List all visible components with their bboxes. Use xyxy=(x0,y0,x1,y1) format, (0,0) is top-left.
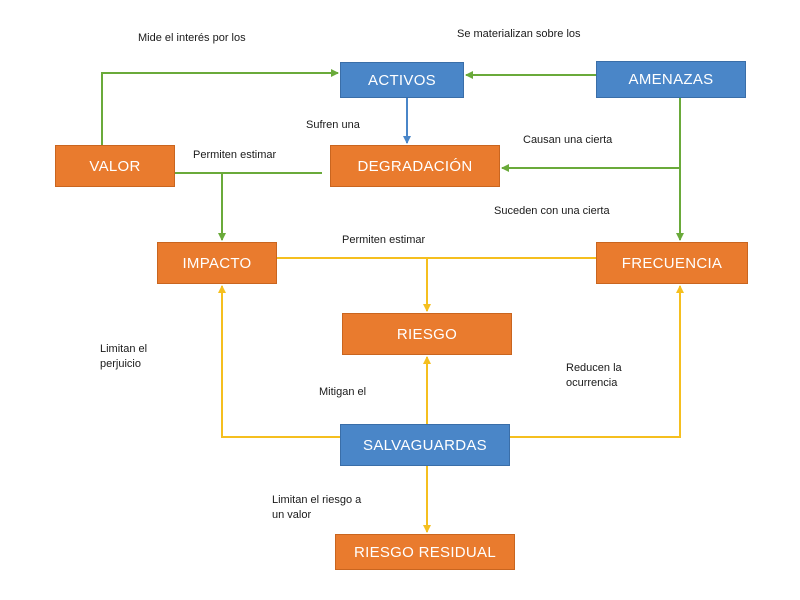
label-mide-interes: Mide el interés por los xyxy=(138,31,246,46)
arrow-salvaguardas-to-impacto xyxy=(218,285,340,438)
node-riesgo: RIESGO xyxy=(342,313,512,355)
label-permiten-estimar-impacto: Permiten estimar xyxy=(193,148,276,163)
label-line: Se materializan sobre los xyxy=(457,28,581,40)
label-line: Limitan el xyxy=(100,343,148,355)
label-line: un valor xyxy=(272,509,312,521)
label-line: Mitigan el xyxy=(319,386,367,398)
label-line: Suceden con una cierta xyxy=(494,205,610,217)
label-limitan-perjuicio: Limitan el perjuicio xyxy=(100,342,147,372)
label-line: Reducen la xyxy=(566,362,622,374)
node-salvaguardas: SALVAGUARDAS xyxy=(340,424,510,466)
label-permiten-estimar-riesgo: Permiten estimar xyxy=(342,233,425,248)
label-se-materializan: Se materializan sobre los xyxy=(457,27,581,42)
label-line: Limitan el riesgo a xyxy=(272,494,362,506)
label-line: Sufren una xyxy=(306,119,360,131)
node-impacto: IMPACTO xyxy=(157,242,277,284)
label-reducen: Reducen la ocurrencia xyxy=(566,361,622,391)
node-riesgo-residual: RIESGO RESIDUAL xyxy=(335,534,515,570)
label-line: Permiten estimar xyxy=(342,234,426,246)
label-line: Causan una cierta xyxy=(523,134,613,146)
node-activos: ACTIVOS xyxy=(340,62,464,98)
label-line: perjuicio xyxy=(100,358,141,370)
label-sufren: Sufren una xyxy=(306,118,360,133)
label-causan: Causan una cierta xyxy=(523,133,612,148)
label-line: ocurrencia xyxy=(566,377,618,389)
label-suceden: Suceden con una cierta xyxy=(494,204,610,219)
node-amenazas: AMENAZAS xyxy=(596,61,746,98)
label-mitigan: Mitigan el xyxy=(319,385,366,400)
label-limitan-riesgo: Limitan el riesgo a un valor xyxy=(272,493,361,523)
node-frecuencia: FRECUENCIA xyxy=(596,242,748,284)
node-valor: VALOR xyxy=(55,145,175,187)
node-degradacion: DEGRADACIÓN xyxy=(330,145,500,187)
label-line: Mide el interés por los xyxy=(138,32,246,44)
label-line: Permiten estimar xyxy=(193,149,277,161)
arrow-salvaguardas-to-frecuencia xyxy=(510,285,684,438)
arrow-valor-to-activos xyxy=(101,69,339,145)
